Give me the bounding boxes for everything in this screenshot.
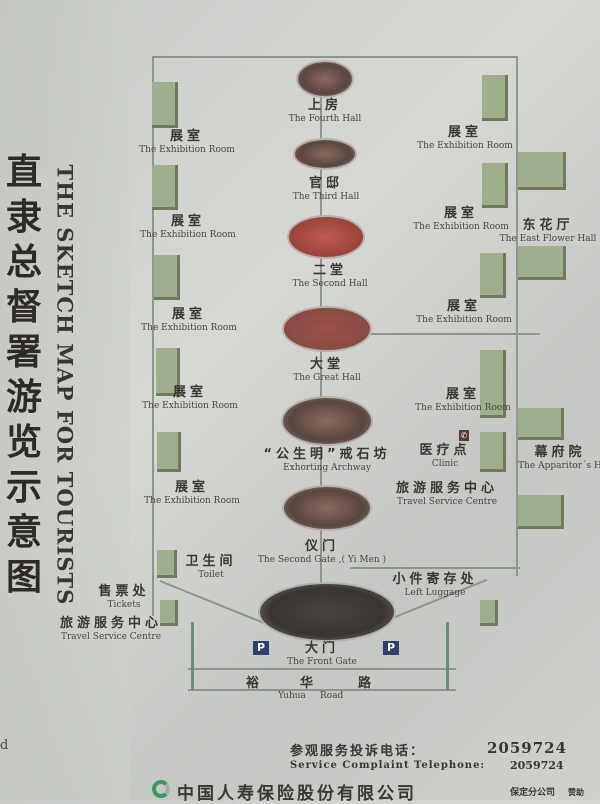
exhibition-room-block: [152, 82, 178, 128]
complaint-number: 2059724: [487, 739, 568, 757]
background-tree-shadow: [0, 0, 130, 800]
toilet-block: [157, 550, 177, 578]
road-name-en: Road: [320, 691, 344, 701]
road-char: 裕: [246, 676, 264, 691]
exhibition-room-block: [482, 163, 508, 208]
road-char: 华: [300, 676, 318, 691]
second-gate-photo: [282, 485, 372, 531]
parking-icon: P: [253, 641, 269, 655]
exhibition-room-block: [157, 432, 181, 472]
east-flower-hall-block: [518, 152, 566, 190]
outer-wall-left: [152, 56, 154, 616]
exhibition-room-block: [156, 348, 180, 396]
front-gate-photo: [258, 582, 396, 642]
road-char: 路: [358, 676, 376, 691]
road-edge-top: [188, 668, 456, 670]
outer-wall-top: [152, 56, 518, 58]
path-gate: [350, 567, 520, 569]
phone-icon: ✆: [459, 430, 469, 441]
complaint-number-en: 2059724: [510, 759, 564, 772]
path-east: [370, 333, 540, 335]
complaint-label-en: Service Complaint Telephone:: [290, 760, 486, 771]
east-flower-hall-block: [518, 246, 566, 280]
map-title-en: THE SKETCH MAP FOR TOURISTS: [52, 164, 78, 606]
luggage-block: [480, 600, 498, 626]
exhibition-room-block: [482, 75, 508, 121]
road-name-en: Yuhua: [278, 691, 306, 701]
edge-text: d: [0, 738, 9, 753]
sponsor-suffix: 赞助: [568, 788, 584, 797]
apparitor-block: [518, 408, 564, 440]
sponsor-branch: 保定分公司: [510, 788, 556, 798]
exhibition-room-block: [154, 255, 180, 300]
sponsor-name: 中国人寿保险股份有限公司: [177, 784, 417, 804]
second-hall-photo: [287, 215, 365, 259]
exhibition-room-block: [480, 253, 506, 298]
complaint-label-zh: 参观服务投诉电话：: [290, 744, 426, 759]
lamp-post-icon: [191, 622, 194, 690]
map-title-zh: 直隶总督署游览示意图: [6, 152, 43, 598]
sponsor-logo-icon: [152, 780, 170, 798]
ticket-block: [160, 600, 178, 626]
third-hall-photo: [293, 138, 357, 170]
apparitor-block: [518, 495, 564, 529]
exhibition-room-block: [152, 165, 178, 210]
road-edge-bottom: [188, 689, 456, 691]
clinic-block: [480, 432, 506, 472]
fourth-hall-photo: [296, 60, 354, 98]
archway-photo: [281, 396, 373, 446]
exhibition-room-block: [480, 350, 506, 418]
great-hall-photo: [282, 306, 372, 352]
outer-wall-right: [516, 56, 518, 576]
lamp-post-icon: [446, 622, 449, 690]
parking-icon: P: [383, 641, 399, 655]
